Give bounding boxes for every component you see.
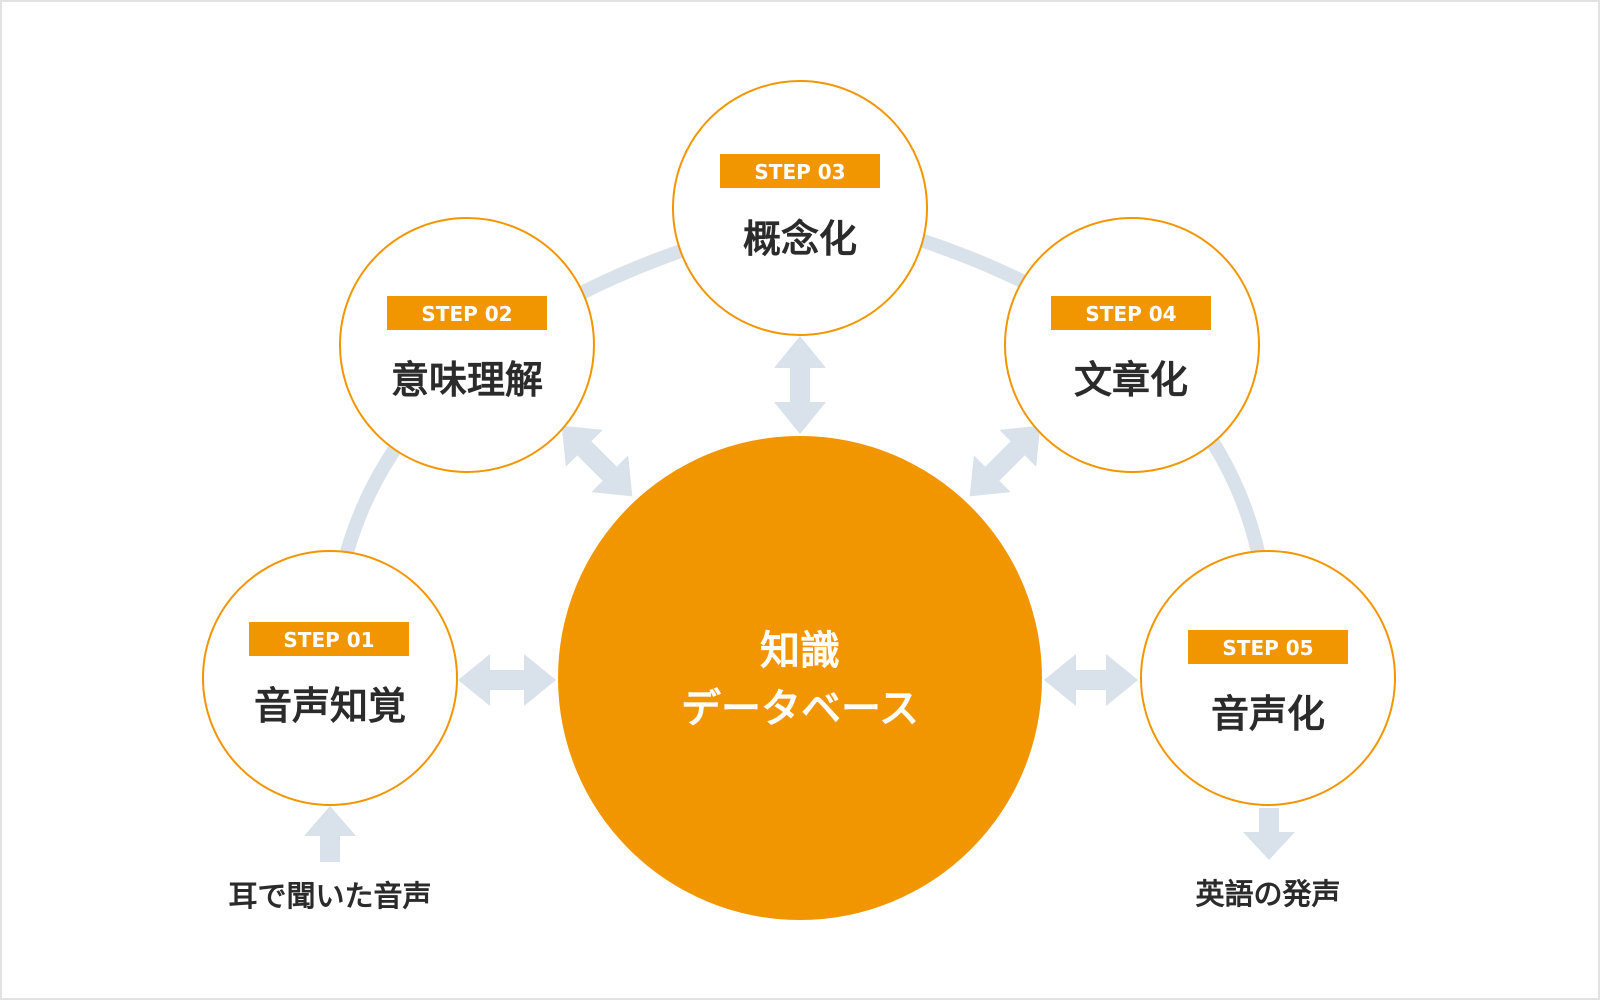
step-03-title: 概念化: [743, 217, 857, 261]
center-title-line1: 知識: [760, 628, 840, 674]
input-label: 耳で聞いた音声: [228, 879, 431, 913]
step-03-node: STEP 03 概念化: [672, 80, 928, 336]
step-01-title: 音声知覚: [254, 684, 406, 728]
step-05-node: STEP 05 音声化: [1140, 550, 1396, 806]
output-label: 英語の発声: [1195, 877, 1340, 911]
step-01-node: STEP 01 音声知覚: [202, 550, 458, 806]
step-05-badge: [1188, 630, 1348, 664]
arrow-input-up: [304, 806, 356, 862]
step-04-title: 文章化: [1074, 358, 1188, 402]
arrow-output-down: [1243, 808, 1295, 860]
step-02-title: 意味理解: [391, 358, 543, 402]
connector-arrows: [304, 336, 1295, 862]
step-03-badge: [720, 154, 880, 188]
step-03-label: STEP 03: [754, 160, 845, 184]
step-01-label: STEP 01: [283, 628, 374, 652]
step-02-badge: [387, 296, 547, 330]
step-04-label: STEP 04: [1085, 302, 1176, 326]
step-02-label: STEP 02: [421, 302, 512, 326]
step-04-node: STEP 04 文章化: [1004, 217, 1260, 473]
step-05-label: STEP 05: [1222, 636, 1313, 660]
arrow-step04-center: [969, 425, 1041, 497]
arrow-step02-center: [561, 425, 633, 497]
center-title-line2: データベース: [681, 686, 919, 732]
arrow-center-step05: [1044, 654, 1138, 706]
knowledge-database-node: 知識 データベース: [558, 436, 1042, 920]
arrow-step01-center: [458, 654, 556, 706]
step-02-node: STEP 02 意味理解: [339, 217, 595, 473]
step-01-badge: [249, 622, 409, 656]
center-circle: [558, 436, 1042, 920]
arrow-step03-center: [774, 336, 826, 434]
step-05-title: 音声化: [1211, 692, 1325, 736]
step-04-badge: [1051, 296, 1211, 330]
